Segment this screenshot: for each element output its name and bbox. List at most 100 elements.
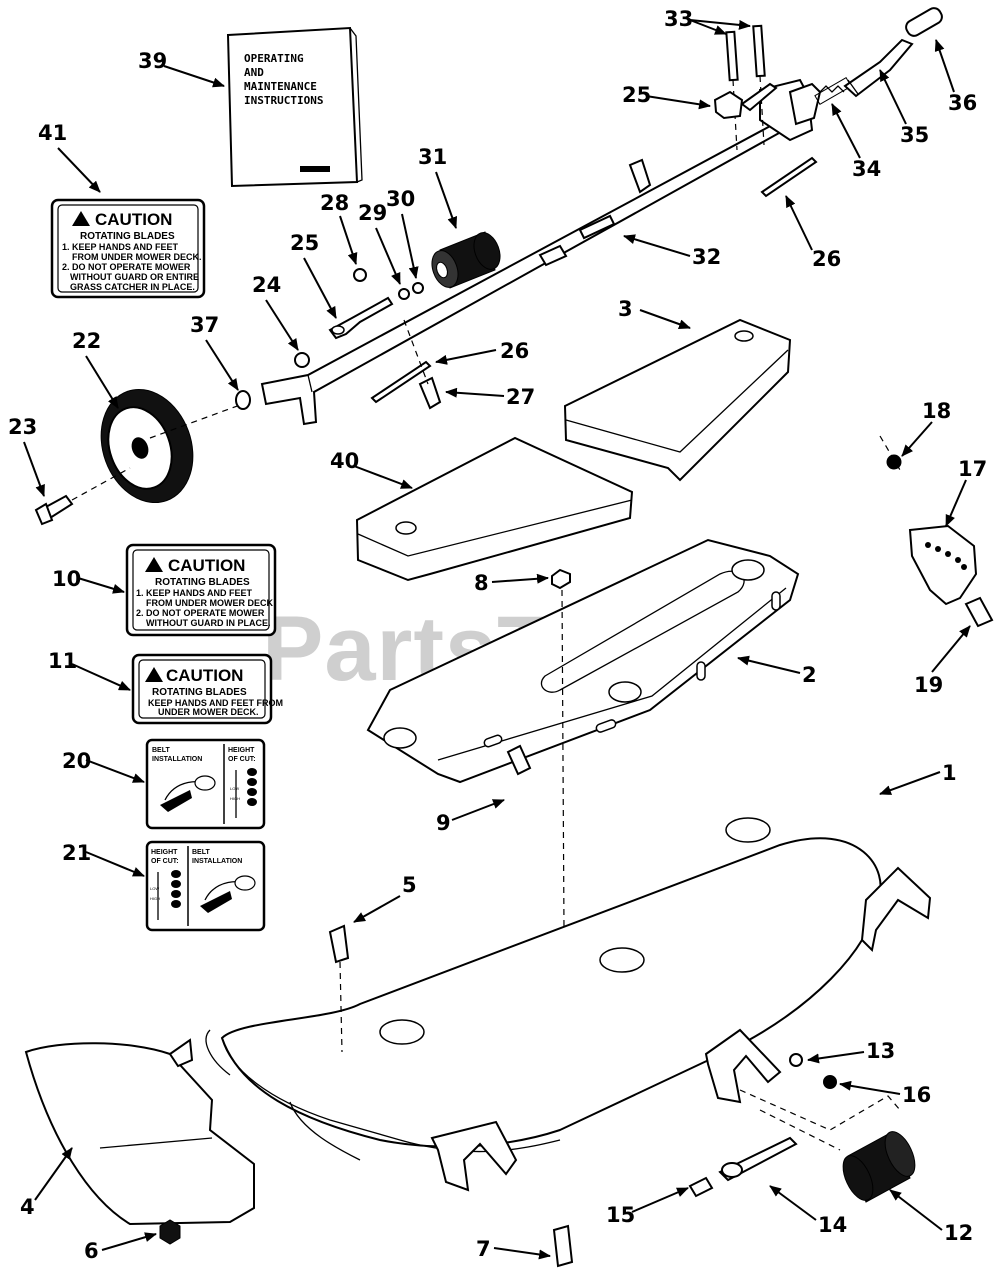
mower-deck-1[interactable] [205, 817, 882, 1161]
rear-axle-bar[interactable] [260, 108, 808, 426]
callout-14[interactable]: 14 [769, 1185, 847, 1237]
callout-11[interactable]: 11 [48, 649, 131, 691]
height-adjust-bracket[interactable] [713, 24, 822, 151]
callout-16[interactable]: 16 [839, 1080, 931, 1107]
callout-28[interactable]: 28 [320, 191, 358, 265]
callout-20[interactable]: 20 [62, 749, 145, 783]
svg-text:1: 1 [942, 761, 957, 785]
nut-28[interactable] [353, 268, 367, 282]
svg-text:3: 3 [618, 297, 633, 321]
nut-24[interactable] [294, 352, 310, 368]
callout-27[interactable]: 27 [445, 385, 535, 409]
handle-lever-35[interactable] [843, 38, 914, 98]
callout-40[interactable]: 40 [330, 449, 413, 489]
callout-12[interactable]: 12 [889, 1189, 973, 1245]
callout-26-left[interactable]: 26 [435, 339, 529, 365]
svg-text:28: 28 [320, 191, 349, 215]
nut-16[interactable] [823, 1075, 837, 1089]
callout-2[interactable]: 2 [737, 655, 817, 687]
nut-6[interactable] [159, 1219, 181, 1245]
manual-logo [300, 166, 330, 172]
shim-washer-26a[interactable] [760, 156, 818, 198]
caution-decal-41[interactable]: CAUTION ROTATING BLADES 1. KEEP HANDS AN… [50, 198, 206, 299]
clip-25-left[interactable] [328, 296, 394, 340]
roller-12[interactable] [837, 1127, 921, 1205]
svg-text:2: 2 [802, 663, 817, 687]
belt-installation-decal-20[interactable]: BELT INSTALLATION HEIGHT OF CUT: LOW HIG… [145, 738, 266, 830]
callout-8[interactable]: 8 [474, 571, 549, 595]
deck-hanger-right[interactable] [704, 1028, 782, 1104]
decal-11-subheading: ROTATING BLADES [152, 687, 247, 698]
callout-18[interactable]: 18 [901, 399, 951, 457]
deck-hanger-rear[interactable] [430, 1120, 518, 1192]
roller-shaft-14[interactable] [718, 1136, 798, 1182]
bolt-7[interactable] [552, 1224, 574, 1268]
bolt-5[interactable] [328, 924, 350, 1053]
callout-23[interactable]: 23 [8, 415, 45, 497]
nut-13[interactable] [789, 1053, 803, 1067]
bolt-15[interactable] [688, 1176, 714, 1198]
callout-1[interactable]: 1 [879, 761, 957, 795]
callout-29[interactable]: 29 [358, 201, 401, 285]
callout-9[interactable]: 9 [436, 799, 505, 835]
callout-17[interactable]: 17 [945, 457, 987, 527]
callout-26-right[interactable]: 26 [785, 195, 841, 271]
callout-19[interactable]: 19 [914, 625, 971, 697]
handle-grip-36[interactable] [904, 6, 945, 39]
shim-washer-26b[interactable] [370, 360, 432, 404]
manual-line-3: MAINTENANCE [244, 80, 317, 93]
callout-25-left[interactable]: 25 [290, 231, 337, 319]
height-bracket-17[interactable] [908, 524, 978, 606]
callout-7[interactable]: 7 [476, 1237, 551, 1261]
callout-4[interactable]: 4 [20, 1147, 73, 1219]
svg-text:41: 41 [38, 121, 67, 145]
wheel-22[interactable] [86, 376, 241, 515]
callout-37[interactable]: 37 [190, 313, 239, 391]
discharge-chute-4[interactable] [24, 1038, 255, 1226]
decal-20-belt-title-2: INSTALLATION [152, 756, 202, 763]
nut-18[interactable] [886, 454, 902, 470]
callout-6[interactable]: 6 [84, 1232, 157, 1263]
deck-bracket-2[interactable] [366, 538, 800, 784]
callout-15[interactable]: 15 [606, 1187, 689, 1227]
roller-31[interactable] [427, 229, 505, 291]
operating-manual[interactable]: OPERATING AND MAINTENANCE INSTRUCTIONS [226, 26, 363, 188]
callout-32[interactable]: 32 [623, 234, 721, 269]
callout-34[interactable]: 34 [831, 103, 881, 181]
height-of-cut-decal-21[interactable]: HEIGHT OF CUT: BELT INSTALLATION LOW HIG… [145, 840, 266, 932]
belt-cover-3[interactable] [563, 318, 792, 482]
callout-33[interactable]: 33 [664, 7, 751, 35]
callout-5[interactable]: 5 [353, 873, 417, 923]
callout-24[interactable]: 24 [252, 273, 299, 351]
caution-decal-11[interactable]: CAUTION ROTATING BLADES KEEP HANDS AND F… [131, 653, 283, 725]
callout-13[interactable]: 13 [807, 1039, 895, 1064]
washer-30[interactable] [412, 282, 424, 294]
caution-decal-10[interactable]: CAUTION ROTATING BLADES 1. KEEP HANDS AN… [125, 543, 277, 637]
callout-22[interactable]: 22 [72, 329, 119, 409]
decal-41-line-4: WITHOUT GUARD OR ENTIRE [70, 272, 199, 282]
callout-31[interactable]: 31 [418, 145, 458, 229]
washer-29[interactable] [398, 288, 410, 300]
bolt-9[interactable] [506, 744, 532, 776]
washer-37[interactable] [235, 390, 251, 410]
callout-41[interactable]: 41 [38, 121, 101, 193]
callout-39[interactable]: 39 [138, 49, 225, 88]
callout-36[interactable]: 36 [934, 39, 977, 115]
deck-hanger-front[interactable] [860, 866, 932, 953]
bolt-23[interactable] [34, 467, 131, 526]
callout-30[interactable]: 30 [386, 187, 419, 279]
warning-triangle-icon [145, 667, 163, 682]
callout-21[interactable]: 21 [62, 841, 145, 877]
callout-25-right[interactable]: 25 [622, 83, 711, 110]
decal-20-height-title-2: OF CUT: [228, 756, 256, 763]
bolt-27[interactable] [403, 319, 442, 410]
callout-10[interactable]: 10 [52, 567, 125, 594]
callout-3[interactable]: 3 [618, 297, 691, 329]
spring-34[interactable] [814, 76, 852, 106]
belt-cover-40[interactable] [355, 436, 634, 582]
decal-10-line-2: FROM UNDER MOWER DECK [146, 598, 273, 608]
decal-10-subheading: ROTATING BLADES [155, 577, 250, 588]
callout-35[interactable]: 35 [879, 69, 929, 147]
bolt-19[interactable] [964, 596, 994, 628]
nut-8[interactable] [551, 568, 571, 590]
